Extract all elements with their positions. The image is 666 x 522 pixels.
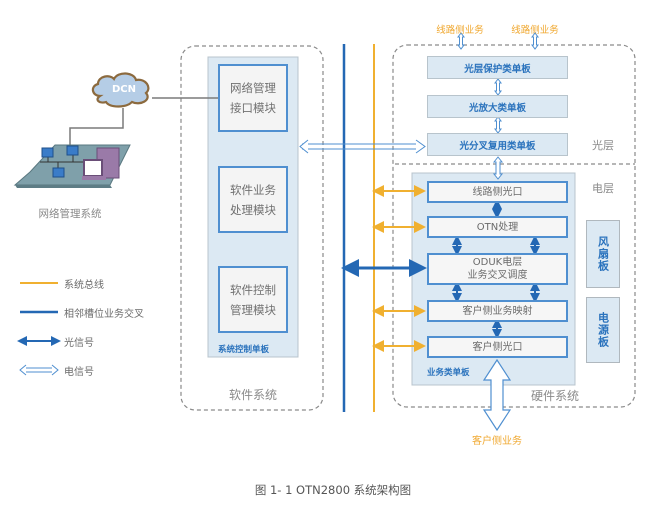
line-service-label-2: 线路侧业务	[511, 25, 559, 36]
optical-layer-label: 光层	[592, 139, 614, 152]
client-side-port-module: 客户侧光口	[427, 336, 568, 358]
optical-arrow-2	[494, 116, 502, 134]
nms-label: 网络管理系统	[38, 208, 102, 220]
line-service-label-1: 线路侧业务	[436, 25, 484, 36]
electrical-signal-arrow	[299, 139, 426, 154]
power-board: 电源板	[586, 297, 620, 363]
client-service-label: 客户侧业务	[472, 436, 522, 447]
module-line: 网络管理	[230, 81, 276, 95]
dcn-cloud-icon	[91, 72, 150, 108]
legend-label-adjacent-cross: 相邻槽位业务交叉	[64, 309, 144, 320]
nms-interface-module: 网络管理接口模块	[218, 64, 288, 132]
dcn-label: DCN	[111, 84, 136, 95]
line-service-arrow-1	[457, 32, 465, 50]
module-line: 软件控制	[230, 282, 276, 297]
module-line: 处理模块	[230, 202, 276, 217]
legend-label-system-bus: 系统总线	[64, 280, 104, 291]
otn-processing-module: OTN处理	[427, 216, 568, 238]
system-control-board-label: 系统控制单板	[218, 345, 270, 355]
network-management-icon	[13, 144, 131, 188]
client-service-arrow	[482, 358, 512, 432]
software-system-label: 软件系统	[228, 388, 277, 402]
module-line: 管理模块	[230, 302, 276, 317]
service-processing-module: 软件业务处理模块	[218, 166, 288, 233]
line-service-arrow-2	[531, 32, 539, 50]
optical-arrow-1	[494, 78, 502, 96]
optical-protection-board: 光层保护类单板	[427, 56, 568, 79]
optical-electrical-arrow	[492, 156, 504, 180]
optical-amplifier-board: 光放大类单板	[427, 95, 568, 118]
electrical-layer-label: 电层	[592, 182, 614, 195]
oduk-cross-connect-module: ODUK电层业务交叉调度	[427, 253, 568, 285]
module-line: 业务交叉调度	[467, 270, 528, 281]
software-system-container	[180, 45, 324, 411]
optical-mux-board: 光分叉复用类单板	[427, 133, 568, 156]
legend-label-electrical: 电信号	[64, 367, 94, 378]
module-line: 软件业务	[230, 182, 276, 197]
module-line: 接口模块	[230, 101, 276, 115]
service-board-label: 业务类单板	[427, 368, 470, 378]
legend-hollow-arrow	[19, 364, 59, 376]
control-management-module: 软件控制管理模块	[218, 266, 288, 333]
dcn-drop	[69, 108, 124, 150]
module-line: ODUK电层	[472, 257, 523, 268]
client-mapping-module: 客户侧业务映射	[427, 300, 568, 322]
figure-caption: 图 1- 1 OTN2800 系统架构图	[254, 483, 412, 497]
line-side-port-module: 线路侧光口	[427, 181, 568, 203]
hardware-system-label: 硬件系统	[530, 389, 579, 403]
fan-board: 风扇板	[586, 220, 620, 288]
legend-label-optical: 光信号	[64, 338, 94, 349]
